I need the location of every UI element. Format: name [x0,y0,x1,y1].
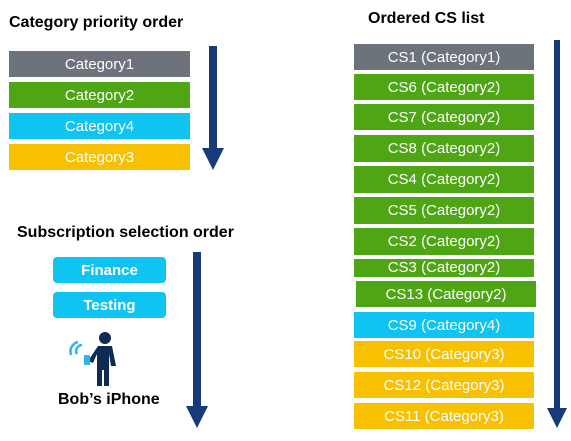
category-priority-title: Category priority order [9,14,184,31]
category-box-category2: Category2 [9,82,190,108]
cs-box-cs7: CS7 (Category2) [354,104,534,130]
cs-box-cs4: CS4 (Category2) [354,166,534,193]
subscription-selection-arrow [186,252,208,428]
category-box-category3: Category3 [9,144,190,170]
subscription-selection-title: Subscription selection order [17,224,234,241]
cs-box-cs1: CS1 (Category1) [354,44,534,70]
cs-box-cs3: CS3 (Category2) [354,259,534,277]
cs-order-arrow [547,40,567,428]
category-priority-arrow [202,46,224,170]
device-label: Bob’s iPhone [58,391,160,408]
cs-box-cs12: CS12 (Category3) [354,372,534,398]
cs-box-cs13: CS13 (Category2) [356,281,536,307]
ordered-cs-list-title: Ordered CS list [368,10,485,27]
person-with-phone-icon [69,332,116,386]
cs-box-cs6: CS6 (Category2) [354,74,534,100]
cs-box-cs2: CS2 (Category2) [354,228,534,255]
cs-box-cs5: CS5 (Category2) [354,197,534,224]
cs-box-cs11: CS11 (Category3) [354,403,534,429]
cs-box-cs9: CS9 (Category4) [354,312,534,338]
category-box-category4: Category4 [9,113,190,139]
subscription-testing-box: Testing [53,292,166,318]
category-box-category1: Category1 [9,51,190,77]
subscription-finance-box: Finance [53,257,166,283]
cs-box-cs10: CS10 (Category3) [354,341,534,367]
cs-box-cs8: CS8 (Category2) [354,135,534,162]
